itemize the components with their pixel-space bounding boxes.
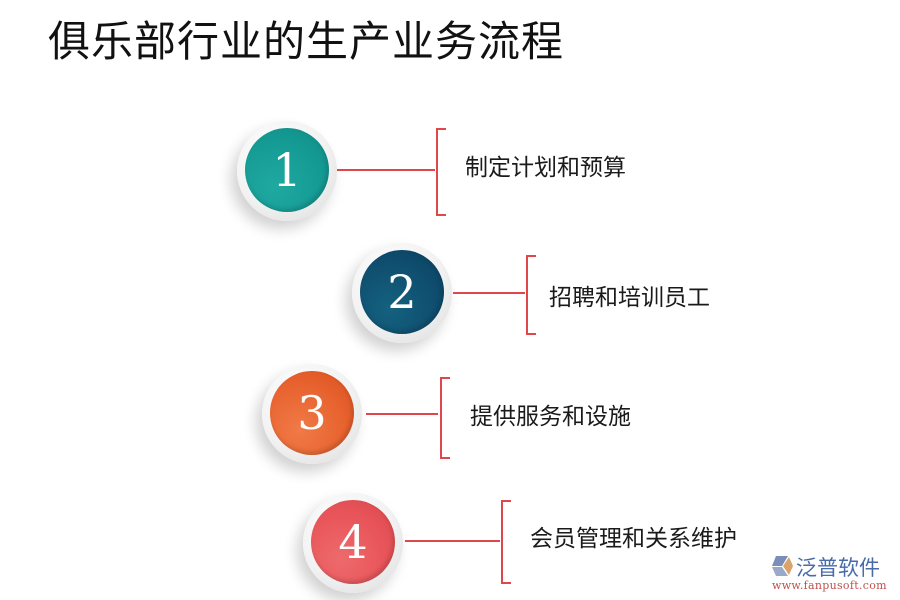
step-1-connector xyxy=(337,169,435,171)
logo-url: www.fanpusoft.com xyxy=(772,579,887,592)
page-title: 俱乐部行业的生产业务流程 xyxy=(48,17,565,66)
step-1-number: 1 xyxy=(245,128,329,212)
step-3-number: 3 xyxy=(270,371,354,455)
step-2-badge: 2 xyxy=(352,243,452,343)
step-1-badge: 1 xyxy=(237,121,337,221)
step-2-connector xyxy=(453,292,525,294)
step-3-badge: 3 xyxy=(262,364,362,464)
step-2-label: 招聘和培训员工 xyxy=(549,285,710,311)
step-2-bracket xyxy=(526,255,536,335)
step-4-bracket xyxy=(501,500,511,584)
step-4-badge: 4 xyxy=(303,493,403,593)
fanpu-logo-icon xyxy=(772,556,793,576)
step-4-connector xyxy=(405,540,500,542)
step-1-bracket xyxy=(436,128,446,216)
step-4-label: 会员管理和关系维护 xyxy=(530,526,737,552)
step-3-connector xyxy=(366,413,438,415)
step-2-number: 2 xyxy=(360,250,444,334)
step-1-label: 制定计划和预算 xyxy=(465,155,626,181)
fanpu-logo: 泛普软件 www.fanpusoft.com xyxy=(768,552,898,598)
step-4-number: 4 xyxy=(311,500,395,584)
step-3-bracket xyxy=(440,377,450,459)
logo-name: 泛普软件 xyxy=(796,556,880,580)
step-3-label: 提供服务和设施 xyxy=(470,404,631,430)
